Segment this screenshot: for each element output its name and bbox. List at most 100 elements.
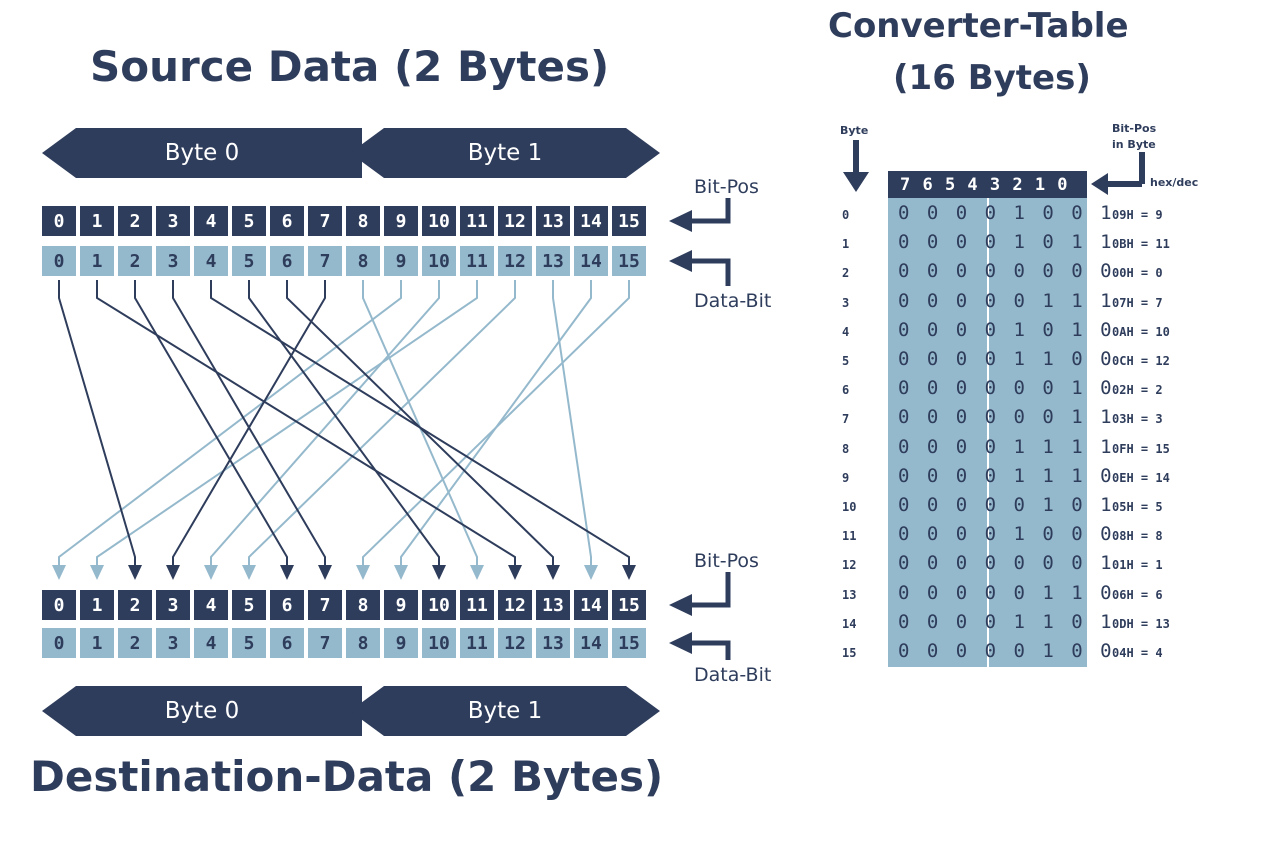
destination-databit-cell-3: 3 [156,628,190,658]
destination-bitpos-cell-4: 4 [194,590,228,620]
connection-line-1 [96,280,478,565]
source-databit-cell-14: 14 [574,246,608,276]
destination-bitpos-cell-11: 11 [460,590,494,620]
destination-databit-cell-1: 1 [80,628,114,658]
source-bitpos-cell-9: 9 [384,206,418,236]
bitpos-in-byte-label-2: in Byte [1112,138,1156,151]
converter-row-hex-10: 05H = 5 [1112,500,1163,514]
destination-databit-cell-10: 10 [422,628,456,658]
destination-databit-cell-11: 11 [460,628,494,658]
source-bitpos-cell-6: 6 [270,206,304,236]
source-databit-cell-13: 13 [536,246,570,276]
source-bitpos-cell-14: 14 [574,206,608,236]
source-bitpos-cell-8: 8 [346,206,380,236]
destination-databit-cell-9: 9 [384,628,418,658]
destination-bitpos-cell-9: 9 [384,590,418,620]
connection-lines [58,280,630,565]
destination-bitpos-label: Bit-Pos [694,550,759,572]
source-databit-cell-15: 15 [612,246,646,276]
connection-line-14 [552,280,592,565]
destination-bitpos-cell-10: 10 [422,590,456,620]
destination-arrow-9 [394,565,408,580]
converter-row-index-15: 15 [842,646,857,660]
source-databit-cell-10: 10 [422,246,456,276]
converter-row-bits-11: 0 0 0 0 1 0 0 0 [898,523,1115,546]
destination-arrow-12 [508,565,522,580]
nibble-separator [987,198,989,667]
connection-line-4 [210,280,440,565]
destination-arrow-7 [318,565,332,580]
converter-row-hex-8: 0FH = 15 [1112,441,1170,456]
converter-row-bits-1: 0 0 0 0 1 0 1 1 [898,231,1115,254]
source-databit-cell-11: 11 [460,246,494,276]
converter-row-hex-5: 0CH = 12 [1112,354,1170,368]
source-bitpos-cell-0: 0 [42,206,76,236]
converter-row-bits-12: 0 0 0 0 0 0 0 1 [898,552,1115,575]
destination-bitpos-cell-1: 1 [80,590,114,620]
source-databit-cell-3: 3 [156,246,190,276]
converter-row-bits-9: 0 0 0 0 1 1 1 0 [898,464,1115,487]
converter-row-hex-15: 04H = 4 [1112,646,1163,660]
converter-row-bits-10: 0 0 0 0 0 1 0 1 [898,494,1115,516]
source-bitpos-cell-7: 7 [308,206,342,236]
connection-line-7 [172,280,326,565]
converter-row-index-11: 11 [842,529,857,544]
connection-line-12 [96,280,516,565]
converter-row-bits-4: 0 0 0 0 1 0 1 0 [898,318,1115,341]
destination-bitpos-arrow [669,572,731,616]
source-bitpos-cell-1: 1 [80,206,114,236]
source-databit-cell-9: 9 [384,246,418,276]
converter-row-index-12: 12 [842,558,857,573]
converter-row-index-3: 3 [842,295,850,310]
destination-arrow-2 [128,565,142,580]
converter-row-hex-1: 0BH = 11 [1112,237,1170,252]
source-bitpos-cell-15: 15 [612,206,646,236]
source-bitpos-arrow [669,198,731,232]
source-bitpos-cell-2: 2 [118,206,152,236]
destination-databit-cell-5: 5 [232,628,266,658]
converter-row-bits-13: 0 0 0 0 0 1 1 0 [898,581,1115,604]
source-databit-cell-5: 5 [232,246,266,276]
destination-bitpos-cell-8: 8 [346,590,380,620]
converter-row-hex-6: 02H = 2 [1112,383,1163,398]
converter-row-index-9: 9 [842,470,850,485]
source-databit-cell-0: 0 [42,246,76,276]
destination-arrow-3 [166,565,180,580]
destination-arrow-1 [90,565,104,580]
destination-bitpos-cell-6: 6 [270,590,304,620]
source-databit-cell-1: 1 [80,246,114,276]
source-databit-cell-2: 2 [118,246,152,276]
source-bitpos-cell-4: 4 [194,206,228,236]
destination-arrow-10 [432,565,446,580]
connection-line-9 [400,280,592,565]
converter-row-hex-2: 00H = 0 [1112,266,1163,281]
converter-subtitle: (16 Bytes) [893,58,1091,98]
converter-row-bits-7: 0 0 0 0 0 0 1 1 [898,406,1115,429]
destination-bitpos-cell-15: 15 [612,590,646,620]
converter-row-index-14: 14 [842,616,857,631]
source-byte1-bar: Byte 1 [350,128,660,178]
converter-row-hex-7: 03H = 3 [1112,412,1163,427]
source-databit-label: Data-Bit [694,290,772,312]
source-databit-cell-7: 7 [308,246,342,276]
converter-row-bits-6: 0 0 0 0 0 0 1 0 [898,377,1115,400]
destination-databit-cell-0: 0 [42,628,76,658]
converter-row-bits-3: 0 0 0 0 0 1 1 1 [898,289,1115,312]
converter-row-bits-5: 0 0 0 0 1 1 0 0 [898,348,1115,370]
source-bitpos-label: Bit-Pos [694,176,759,198]
converter-row-hex-0: 09H = 9 [1112,208,1163,222]
connection-line-10 [248,280,440,565]
destination-databit-cell-4: 4 [194,628,228,658]
connection-line-5 [248,280,516,565]
bitpos-in-byte-label-1: Bit-Pos [1112,122,1157,135]
converter-row-hex-9: 0EH = 14 [1112,470,1170,485]
destination-arrow-0 [52,565,66,580]
destination-arrow-4 [204,565,218,580]
converter-row-index-13: 13 [842,587,857,602]
destination-databit-cell-13: 13 [536,628,570,658]
destination-bitpos-cell-12: 12 [498,590,532,620]
source-databit-cell-12: 12 [498,246,532,276]
